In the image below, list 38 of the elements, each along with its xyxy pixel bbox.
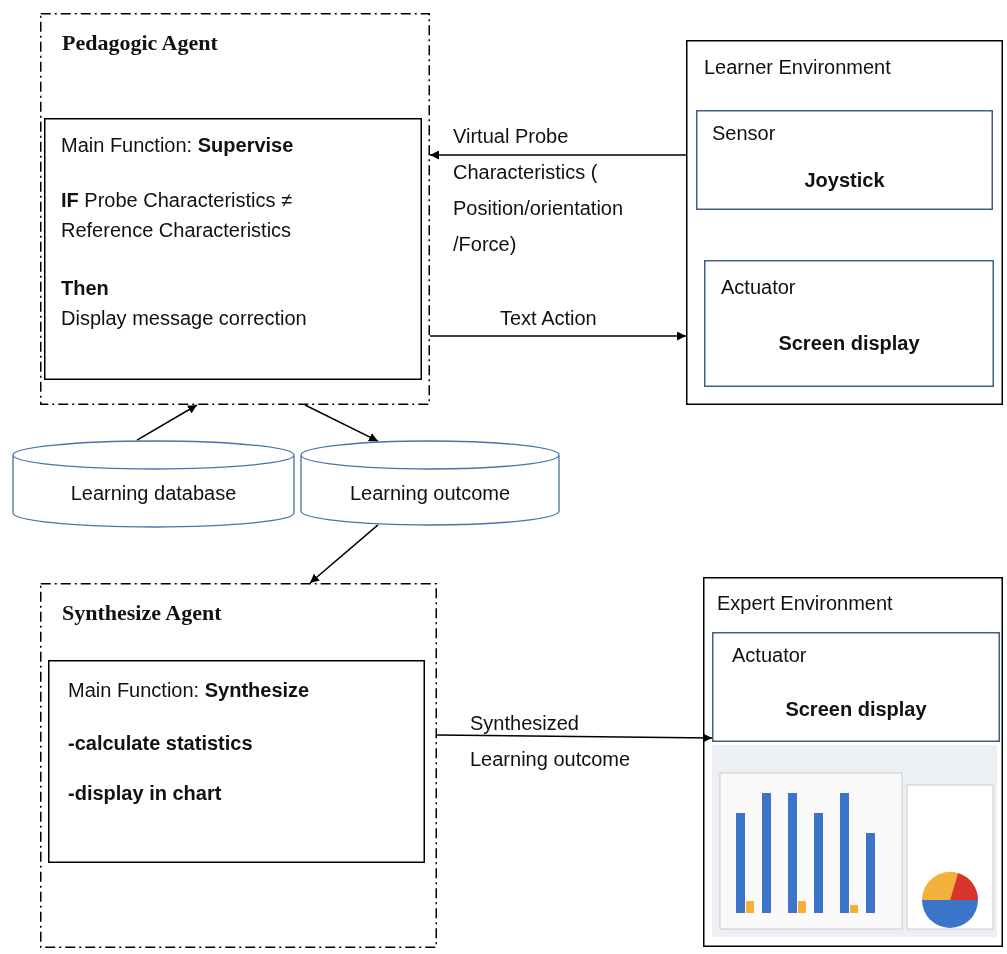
process-box (686, 40, 1003, 405)
component-box (704, 260, 994, 387)
arrow (429, 150, 687, 160)
edge-label: Synthesized Learning outcome (470, 711, 632, 772)
environment-title: Expert Environment (717, 591, 894, 616)
function-text: Main Function: Synthesize (68, 678, 311, 703)
arrow (309, 524, 379, 584)
device-name: Screen display (784, 697, 928, 722)
component-box (712, 632, 1000, 742)
agent-box (40, 13, 430, 405)
arrow (304, 404, 379, 442)
edge-label: Text Action (500, 306, 598, 331)
agent-box (40, 583, 437, 948)
arrow (429, 331, 687, 341)
component-title: Actuator (732, 643, 808, 668)
environment-title: Learner Environment (704, 55, 892, 80)
process-box (44, 118, 422, 380)
database-cylinder (12, 440, 295, 528)
condition-text: IF Probe Characteristics ≠ Reference Characteristics (61, 188, 294, 243)
device-name: Screen display (777, 331, 921, 356)
component-box (696, 110, 993, 210)
process-box (703, 577, 1003, 947)
agent-title: Pedagogic Agent (62, 29, 219, 57)
database-label: Learning database (69, 481, 238, 506)
process-box (48, 660, 425, 863)
action-text: Then Display message correction (61, 276, 308, 331)
function-text: Main Function: Supervise (61, 133, 295, 158)
edge-label: Virtual Probe Characteristics ( Position/orientation /Force) (453, 124, 625, 257)
arrow (436, 733, 713, 743)
device-name: Joystick (803, 168, 886, 193)
arrow (136, 404, 198, 441)
task-text: -display in chart (68, 781, 223, 806)
database-cylinder (300, 440, 560, 526)
component-title: Sensor (712, 121, 777, 146)
task-text: -calculate statistics (68, 731, 254, 756)
agent-title: Synthesize Agent (62, 599, 223, 627)
component-title: Actuator (721, 275, 797, 300)
database-label: Learning outcome (348, 481, 512, 506)
